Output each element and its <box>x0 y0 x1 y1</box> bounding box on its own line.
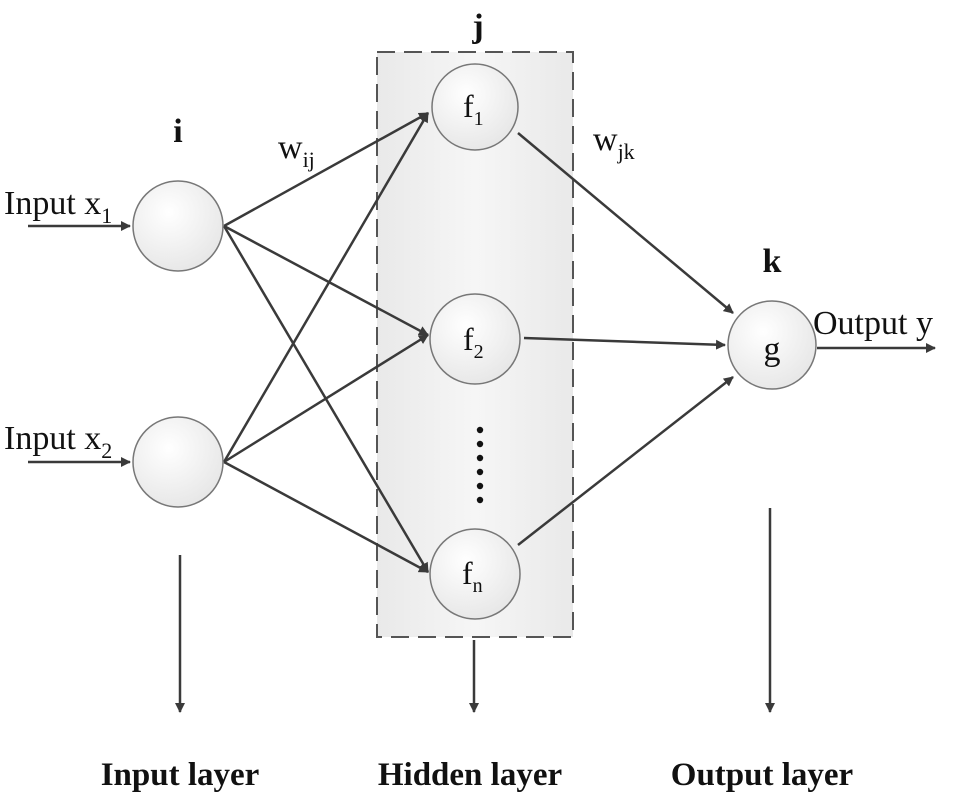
hidden-node-f1 <box>431 63 519 151</box>
input-node-x2 <box>132 416 224 508</box>
hidden-node-fn-label: fn <box>462 555 483 597</box>
hidden-layer-title: Hidden layer <box>378 757 562 793</box>
output-layer-title: Output layer <box>671 757 853 793</box>
edge-x1-f2 <box>223 224 429 337</box>
hidden-node-f1-label: f1 <box>463 88 484 130</box>
edge-x2-fn <box>223 460 429 574</box>
output-index-label: k <box>763 243 782 280</box>
edge-fn-g <box>517 376 734 546</box>
input-hidden-connections <box>222 111 430 574</box>
edge-f1-g <box>517 132 734 314</box>
input-x2-label: Input x2 <box>4 420 112 463</box>
input-layer-title: Input layer <box>101 757 260 793</box>
hidden-ellipsis <box>476 426 484 504</box>
hidden-output-connections <box>517 132 734 546</box>
hidden-node-fn <box>429 528 521 620</box>
edge-x2-f2 <box>223 333 429 464</box>
hidden-node-f2-label: f2 <box>463 321 484 363</box>
weight-ij-label: wij <box>278 129 315 172</box>
edge-f2-g <box>523 336 726 350</box>
hidden-index-label: j <box>471 8 483 45</box>
weight-jk-label: wjk <box>593 121 635 164</box>
output-node-g <box>727 300 817 390</box>
input-index-label: i <box>173 113 182 150</box>
edge-x2-f1 <box>222 112 430 463</box>
input-x1-label: Input x1 <box>4 185 112 228</box>
hidden-node-f2 <box>429 293 521 385</box>
edge-x1-f1 <box>223 111 429 228</box>
input-node-x1 <box>132 180 224 272</box>
output-y-label: Output y <box>813 305 933 342</box>
output-node-label: g <box>764 331 781 368</box>
